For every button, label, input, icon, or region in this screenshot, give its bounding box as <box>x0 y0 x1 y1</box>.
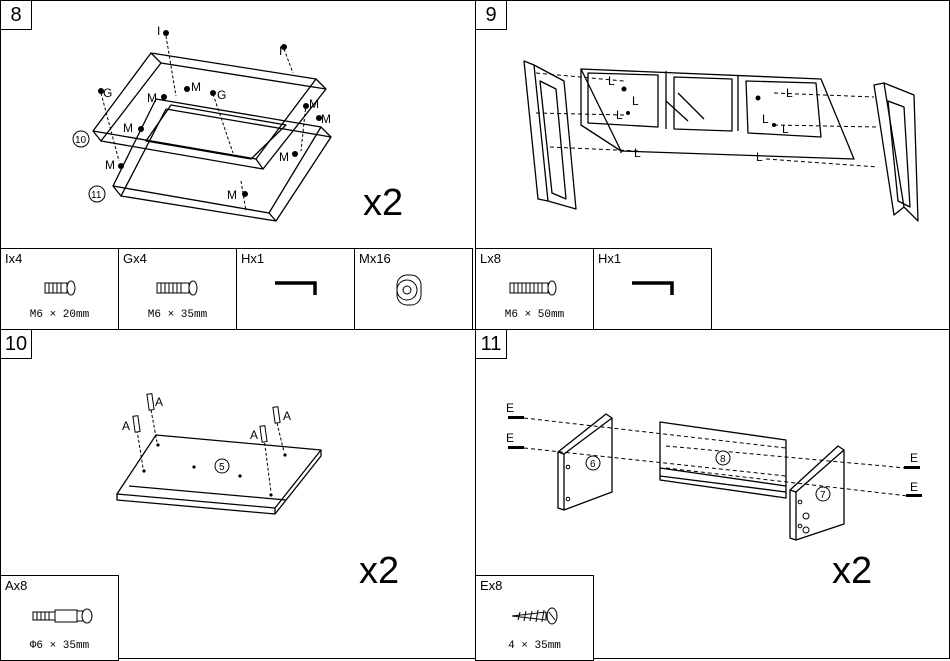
callout-M-6: M <box>279 150 289 164</box>
cam-dowel-icon <box>32 608 93 624</box>
part-spacer-m: Mx16 <box>354 248 473 330</box>
callout-M-4: M <box>309 97 319 111</box>
step-11-panel: 11 <box>475 329 950 661</box>
part-key-h: Hx1 <box>236 248 355 330</box>
spacer-ring-icon <box>396 274 422 306</box>
callout-A-1: A <box>155 395 163 409</box>
callout-A-2: A <box>122 419 130 433</box>
callout-E-3: E <box>910 451 918 465</box>
part-label: Lx8 <box>480 251 501 266</box>
step-8-panel: 8 <box>0 0 476 330</box>
drawer-assembly-diagram: E E E E 6 8 7 <box>506 401 922 541</box>
callout-L-7: L <box>782 122 789 136</box>
part-label: Ax8 <box>5 578 28 593</box>
part-size: 4 × 35mm <box>508 640 561 652</box>
short-bolt-icon <box>44 280 76 296</box>
quantity-multiplier: x2 <box>359 550 400 592</box>
parts-list: Ax8 Φ6 × 35mm <box>0 575 119 661</box>
frame-assembly-diagram: I I G G M M M M M M M M 10 11 <box>72 24 332 222</box>
callout-L-1: L <box>608 74 615 88</box>
part-size: Φ6 × 35mm <box>29 640 90 652</box>
part-label: Ix4 <box>5 251 23 266</box>
part-label: Hx1 <box>241 251 265 266</box>
part-label: Mx16 <box>359 251 391 266</box>
parts-list: Ex8 4 × 35mm <box>475 575 594 661</box>
part-number-6: 6 <box>590 459 596 470</box>
callout-E-2: E <box>506 431 514 445</box>
wood-screw-icon <box>511 607 558 625</box>
callout-I-2: I <box>279 44 282 58</box>
callout-M-3: M <box>123 121 133 135</box>
allen-key-icon <box>275 281 317 295</box>
part-bolt-l: Lx8 M6 × 50mm <box>475 248 594 330</box>
medium-bolt-icon <box>156 280 198 296</box>
callout-L-8: L <box>756 150 763 164</box>
callout-L-6: L <box>762 112 769 126</box>
part-label: Gx4 <box>123 251 147 266</box>
part-bolt-g: Gx4 M6 × 35mm <box>118 248 237 330</box>
step-9-panel: 9 <box>475 0 950 330</box>
callout-M-5: M <box>321 112 331 126</box>
quantity-multiplier: x2 <box>363 182 404 224</box>
part-key-h: Hx1 <box>593 248 712 330</box>
callout-A-4: A <box>250 428 258 442</box>
callout-M-1: M <box>147 91 157 105</box>
part-number-11: 11 <box>91 190 102 201</box>
allen-key-icon <box>632 281 674 295</box>
callout-G-1: G <box>103 86 112 100</box>
parts-list: Ix4 M6 × 20mm Gx4 M6 × 35mm Hx1 Mx1 <box>0 248 473 330</box>
part-number-8: 8 <box>720 454 726 465</box>
callout-M-8: M <box>227 188 237 202</box>
callout-M-7: M <box>105 158 115 172</box>
part-number-10: 10 <box>75 135 87 146</box>
quantity-multiplier: x2 <box>832 550 873 592</box>
part-label: Ex8 <box>480 578 503 593</box>
part-screw-e: Ex8 4 × 35mm <box>475 575 594 661</box>
callout-L-2: L <box>616 108 623 122</box>
step-10-panel: 10 A A A A 5 x2 <box>0 329 476 661</box>
part-number-5: 5 <box>219 462 225 473</box>
callout-I-1: I <box>157 24 160 38</box>
callout-L-5: L <box>786 86 793 100</box>
long-bolt-icon <box>509 280 557 296</box>
callout-L-4: L <box>634 146 641 160</box>
part-number-7: 7 <box>820 490 826 501</box>
callout-E-1: E <box>506 401 514 415</box>
step-number: 9 <box>475 0 507 30</box>
part-dowel-a: Ax8 Φ6 × 35mm <box>0 575 119 661</box>
callout-A-3: A <box>283 409 291 423</box>
step-number: 11 <box>475 329 507 359</box>
parts-list: Lx8 M6 × 50mm Hx1 <box>475 248 712 330</box>
callout-E-4: E <box>910 480 918 494</box>
step-number: 10 <box>0 329 32 359</box>
panel-dowel-diagram: A A A A 5 <box>116 393 322 515</box>
callout-L-3: L <box>632 94 639 108</box>
part-size: M6 × 35mm <box>147 309 208 321</box>
part-size: M6 × 50mm <box>504 309 565 321</box>
part-label: Hx1 <box>598 251 622 266</box>
part-size: M6 × 20mm <box>29 309 90 321</box>
cabinet-assembly-diagram: L L L L L L L L <box>523 60 919 222</box>
callout-G-2: G <box>217 88 226 102</box>
callout-M-2: M <box>191 80 201 94</box>
part-bolt-i: Ix4 M6 × 20mm <box>0 248 119 330</box>
step-number: 8 <box>0 0 32 30</box>
